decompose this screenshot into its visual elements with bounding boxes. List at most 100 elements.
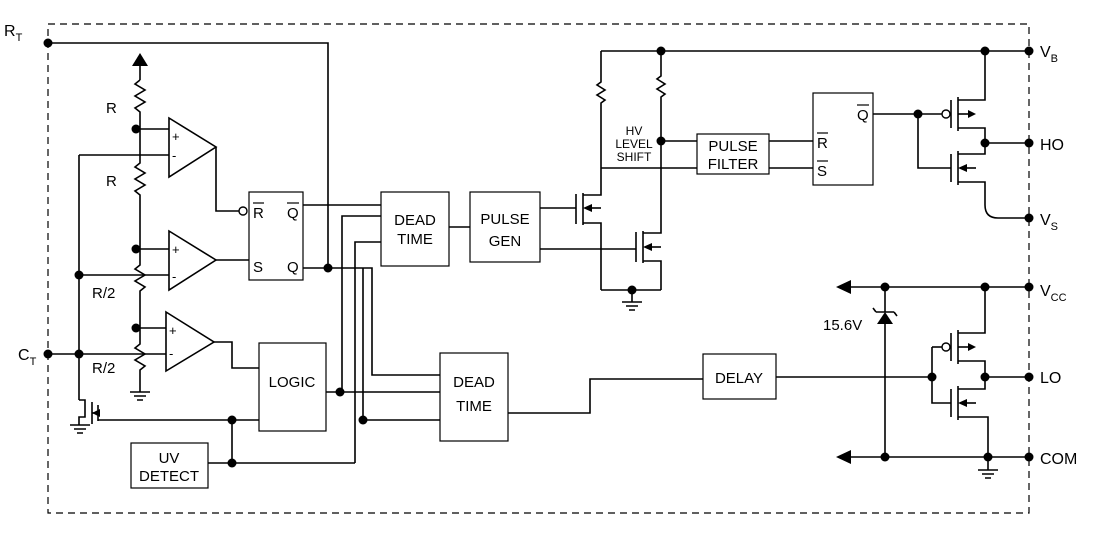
wire-dt1-in-b (354, 241, 381, 463)
latch-2: Q R S (812, 92, 874, 186)
pin-com: COM (1024, 451, 1077, 468)
wire-dt2-from-latch (362, 268, 440, 421)
latch-1-qbar: Q (287, 205, 299, 222)
latch-1-q: Q (287, 259, 299, 276)
latch-2-s: S (817, 163, 827, 180)
level-shift-mosfet-1 (540, 168, 602, 290)
latch-1: R Q S Q (238, 191, 304, 281)
latch-1-r: R (253, 205, 264, 222)
wire-dt2-to-delay (508, 378, 703, 414)
resistor-r-top (133, 79, 147, 129)
resistor-r-mid-label: R (106, 173, 117, 190)
level-shift-mosfet-2 (540, 143, 662, 290)
chip-boundary (47, 23, 1030, 514)
dead-time-1-line2: TIME (397, 231, 433, 248)
comparator-lower-minus: - (169, 346, 173, 361)
latch-2-qbar: Q (857, 107, 869, 124)
delay-block: DELAY (702, 353, 777, 400)
comparator-lower: + - (165, 310, 216, 373)
latch-1-s: S (253, 259, 263, 276)
uv-detect: UV DETECT (130, 442, 209, 489)
resistor-r-half-2-label: R/2 (92, 360, 115, 377)
pin-lo-label: LO (1040, 370, 1061, 387)
resistor-r-half-1 (133, 249, 147, 328)
vcc-arrow (836, 280, 851, 294)
latch-2-r: R (817, 135, 828, 152)
comparator-middle-plus: + (172, 242, 180, 257)
com-ground (978, 457, 998, 479)
pin-ct-label: C (18, 347, 30, 364)
svg-text:VS: VS (1040, 212, 1058, 233)
pin-lo: LO (1024, 370, 1061, 387)
uv-detect-line2: DETECT (139, 468, 199, 485)
dead-time-1-line1: DEAD (394, 212, 436, 229)
com-arrow (836, 450, 851, 464)
pulse-filter-line2: FILTER (708, 156, 759, 173)
pin-vb-sub: B (1051, 53, 1058, 65)
resistor-r-mid (133, 129, 147, 249)
low-side-nmos (931, 347, 989, 457)
resistor-r-top-label: R (106, 100, 117, 117)
comparator-middle: + - (168, 229, 218, 292)
svg-text:VB: VB (1040, 44, 1058, 65)
pin-ct-sub: T (30, 356, 37, 368)
ref-arrow-up (132, 53, 148, 66)
comparator-upper-minus: - (172, 148, 176, 163)
dead-time-2-line1: DEAD (453, 374, 495, 391)
pulse-gen-line1: PULSE (480, 211, 529, 228)
hv-level-shift-line2: LEVEL (615, 137, 653, 151)
pulse-filter-line1: PULSE (708, 138, 757, 155)
svg-text:RT: RT (4, 23, 23, 44)
pin-vb: VB (1024, 44, 1058, 65)
high-side-pmos (941, 51, 986, 143)
pin-rt-label: R (4, 23, 16, 40)
pullup-resistor-2 (655, 51, 667, 143)
pin-ct: CT (18, 347, 53, 368)
comparator-middle-minus: - (172, 269, 176, 284)
pin-ho-label: HO (1040, 137, 1064, 154)
pulse-gen: PULSE GEN (469, 191, 541, 263)
wire-dt1-in-a (341, 215, 381, 392)
pin-vs-label: V (1040, 212, 1051, 229)
pin-vs-sub: S (1051, 221, 1058, 233)
pin-vcc-sub: CC (1051, 292, 1067, 304)
pin-vcc: VCC (1024, 282, 1067, 304)
wire-lower-comp-to-logic (214, 341, 260, 369)
zener-diode: 15.6V (823, 287, 898, 457)
pin-com-label: COM (1040, 451, 1077, 468)
pin-vb-label: V (1040, 44, 1051, 61)
svg-text:CT: CT (18, 347, 37, 368)
logic-label: LOGIC (269, 374, 316, 391)
ladder-ground (130, 385, 150, 401)
wire-q-out (303, 267, 440, 376)
pin-rt: RT (4, 23, 53, 48)
zener-voltage-label: 15.6V (823, 317, 862, 334)
logic-block: LOGIC (258, 342, 327, 432)
pin-rt-sub: T (16, 32, 23, 44)
pulse-gen-line2: GEN (489, 233, 522, 250)
ct-discharge-transistor (70, 399, 237, 434)
dead-time-2: DEAD TIME (439, 352, 509, 442)
low-side-pmos (932, 287, 986, 377)
resistor-ladder: R R R/2 R/2 (92, 53, 150, 401)
pullup-resistor-1 (595, 51, 607, 168)
comparator-upper: + - (168, 116, 218, 179)
comparator-lower-plus: + (169, 323, 177, 338)
resistor-r-half-1-label: R/2 (92, 285, 115, 302)
resistor-r-half-2 (133, 328, 147, 385)
dead-time-2-line2: TIME (456, 398, 492, 415)
pin-vcc-label: V (1040, 283, 1051, 300)
delay-label: DELAY (715, 370, 763, 387)
hv-level-shift-line1: HV (626, 124, 643, 138)
svg-text:VCC: VCC (1040, 283, 1067, 304)
rt-wire (48, 42, 329, 268)
pulse-filter: PULSE FILTER (696, 133, 770, 175)
high-side-nmos (917, 114, 1029, 219)
comparator-upper-plus: + (172, 129, 180, 144)
dead-time-1: DEAD TIME (380, 191, 450, 267)
pin-ho: HO (1024, 137, 1064, 154)
wire-upper-comp-to-r (215, 147, 239, 212)
hv-level-shift-line3: SHIFT (617, 150, 652, 164)
uv-detect-line1: UV (159, 450, 180, 467)
